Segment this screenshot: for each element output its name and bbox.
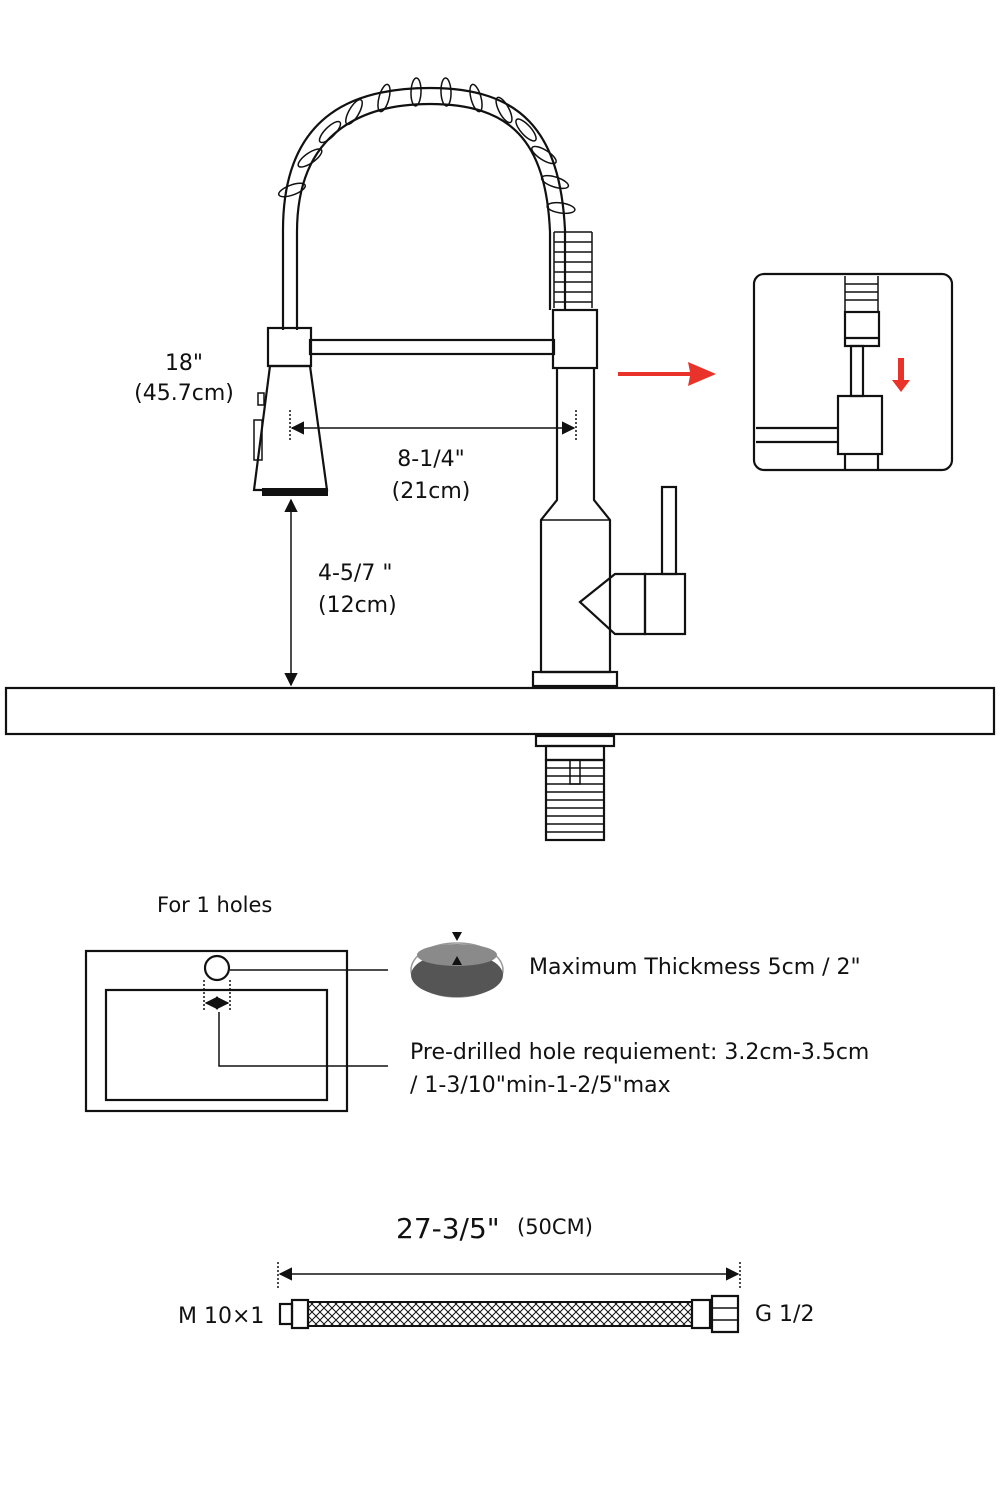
faucet-hole — [203, 954, 231, 982]
spout-width-metric: (21cm) — [392, 479, 471, 504]
hose-right-ferrule — [690, 1298, 712, 1330]
reach-metric: (45.7cm) — [134, 381, 234, 406]
shank-threads — [546, 767, 604, 833]
sink-basin — [104, 988, 329, 1102]
right-connector-label: G 1/2 — [755, 1302, 814, 1327]
sprayhead-collar — [266, 326, 313, 368]
faucet-base — [531, 670, 619, 688]
faucet-illustration — [4, 77, 996, 842]
hose-left-tip — [278, 1302, 294, 1326]
handle-lever — [660, 485, 678, 576]
install-title: For 1 holes — [157, 893, 272, 917]
detail-inset — [752, 272, 954, 472]
hole-requirement-line1: Pre-drilled hole requiement: 3.2cm-3.5cm — [410, 1040, 869, 1065]
mount-nut — [534, 734, 616, 748]
spring-vertical — [553, 231, 593, 308]
hose-section: 27-3/5" (50CM) M 10×1 G 1/2 — [178, 1212, 814, 1334]
reach-imperial: 18" — [165, 351, 203, 376]
countertop — [4, 686, 996, 736]
handle-base — [578, 572, 647, 636]
spout-width-imperial: 8-1/4" — [397, 447, 464, 472]
hose-length-metric: (50CM) — [517, 1215, 593, 1239]
installation-section: For 1 holes Maximum Thickmess 5cm / 2" P… — [84, 893, 869, 1113]
spray-button-side — [253, 419, 263, 461]
spring-coils — [277, 77, 576, 215]
spout-bar — [308, 338, 556, 356]
down-arrow-icon — [892, 358, 910, 392]
hose-left-fitting — [290, 1298, 310, 1330]
sprayhead-face — [262, 488, 328, 496]
hose-right-nut — [710, 1294, 740, 1334]
hose-length-imperial: 27-3/5" — [396, 1212, 500, 1245]
spray-button-top — [257, 392, 265, 406]
hose-arch — [295, 102, 552, 330]
thickness-disk-icon — [410, 932, 504, 998]
spring-arch — [281, 86, 567, 330]
max-thickness-text: Maximum Thickmess 5cm / 2" — [529, 955, 861, 980]
mount-washer — [544, 744, 606, 762]
left-connector-label: M 10×1 — [178, 1304, 264, 1329]
clearance-metric: (12cm) — [318, 593, 397, 618]
column-connector — [551, 308, 599, 370]
detail-callout-arrow — [618, 362, 716, 386]
hole-requirement-line2: / 1-3/10"min-1-2/5"max — [410, 1073, 671, 1098]
sink-outline — [84, 949, 349, 1113]
handle-cap — [643, 572, 687, 636]
clearance-imperial: 4-5/7 " — [318, 561, 392, 586]
braided-hose — [307, 1301, 693, 1327]
